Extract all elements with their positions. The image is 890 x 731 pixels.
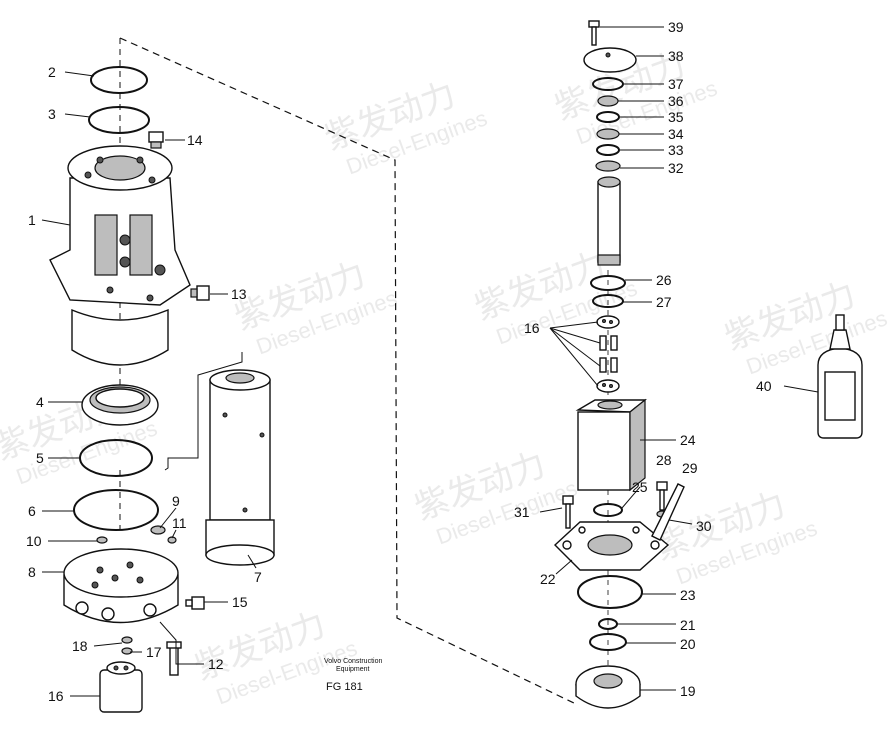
label-25: 25 — [632, 479, 648, 495]
part-22-flange — [553, 521, 670, 571]
part-23-o-ring — [577, 575, 643, 609]
part-36-ring — [597, 95, 619, 107]
label-2: 2 — [48, 64, 56, 80]
part-26-ring — [590, 275, 626, 291]
label-12: 12 — [208, 656, 224, 672]
label-4: 4 — [36, 394, 44, 410]
label-3: 3 — [48, 106, 56, 122]
part-24-housing-block — [575, 398, 647, 492]
part-9-washer — [150, 525, 166, 535]
part-38-cap — [583, 47, 637, 73]
label-15: 15 — [232, 594, 248, 610]
label-7: 7 — [254, 569, 262, 585]
label-27: 27 — [656, 294, 672, 310]
caption-line-1: Volvo Construction — [324, 658, 382, 665]
part-32-ring — [595, 160, 621, 172]
caption-block: Volvo Construction Equipment FG 181 — [324, 658, 382, 693]
part-4-seal — [81, 384, 159, 426]
label-35: 35 — [668, 109, 684, 125]
label-36: 36 — [668, 93, 684, 109]
part-10-seal — [96, 536, 108, 544]
label-6: 6 — [28, 503, 36, 519]
label-37: 37 — [668, 76, 684, 92]
leader-lines — [41, 26, 819, 697]
label-32: 32 — [668, 160, 684, 176]
part-27-o-ring — [592, 294, 624, 308]
part-3-o-ring — [88, 106, 150, 134]
label-38: 38 — [668, 48, 684, 64]
label-22: 22 — [540, 571, 556, 587]
part-17-seal — [121, 647, 133, 655]
part-39-screw — [588, 20, 600, 46]
label-16-right: 16 — [524, 320, 540, 336]
part-40-sealant-bottle — [817, 314, 863, 439]
part-2-ring — [90, 66, 148, 94]
label-24: 24 — [680, 432, 696, 448]
part-7-sleeve — [164, 352, 275, 566]
label-30: 30 — [696, 518, 712, 534]
label-16-left: 16 — [48, 688, 64, 704]
part-30-lock-plate — [651, 483, 685, 541]
label-31: 31 — [514, 504, 530, 520]
part-25-o-ring — [593, 503, 623, 517]
figure-code: FG 181 — [326, 681, 363, 693]
part-20-snap-ring — [589, 633, 627, 651]
part-15-screw — [185, 596, 205, 610]
part-28-bolt — [656, 481, 668, 511]
label-21: 21 — [680, 617, 696, 633]
part-1-housing — [49, 145, 191, 366]
label-11: 11 — [172, 515, 187, 531]
callout-labels: 2 3 1 14 13 4 5 6 9 11 10 8 15 12 18 17 … — [26, 19, 772, 704]
part-18-seal — [121, 636, 133, 644]
label-8: 8 — [28, 564, 36, 580]
label-18: 18 — [72, 638, 88, 654]
part-19-bearing — [575, 665, 641, 709]
label-28: 28 — [656, 452, 672, 468]
label-40: 40 — [756, 378, 772, 394]
label-34: 34 — [668, 126, 684, 142]
part-13-plug — [190, 285, 210, 301]
part-16-connector — [99, 661, 143, 713]
label-26: 26 — [656, 272, 672, 288]
label-39: 39 — [668, 19, 684, 35]
label-23: 23 — [680, 587, 696, 603]
part-14-plug — [148, 131, 164, 149]
label-20: 20 — [680, 636, 696, 652]
part-33-ring — [596, 144, 620, 156]
label-17: 17 — [146, 644, 162, 660]
part-31-bolt — [562, 495, 574, 529]
part-8-rotor — [63, 548, 179, 624]
part-12-bolt — [166, 641, 182, 676]
label-13: 13 — [231, 286, 247, 302]
shaft — [597, 176, 621, 266]
label-1: 1 — [28, 212, 36, 228]
caption-line-2: Equipment — [336, 666, 370, 673]
label-9: 9 — [172, 493, 180, 509]
label-14: 14 — [187, 132, 203, 148]
label-29: 29 — [682, 460, 698, 476]
label-33: 33 — [668, 142, 684, 158]
label-5: 5 — [36, 450, 44, 466]
part-6-retaining-ring — [73, 489, 159, 531]
label-10: 10 — [26, 533, 42, 549]
part-34-ring — [596, 128, 620, 140]
label-19: 19 — [680, 683, 696, 699]
